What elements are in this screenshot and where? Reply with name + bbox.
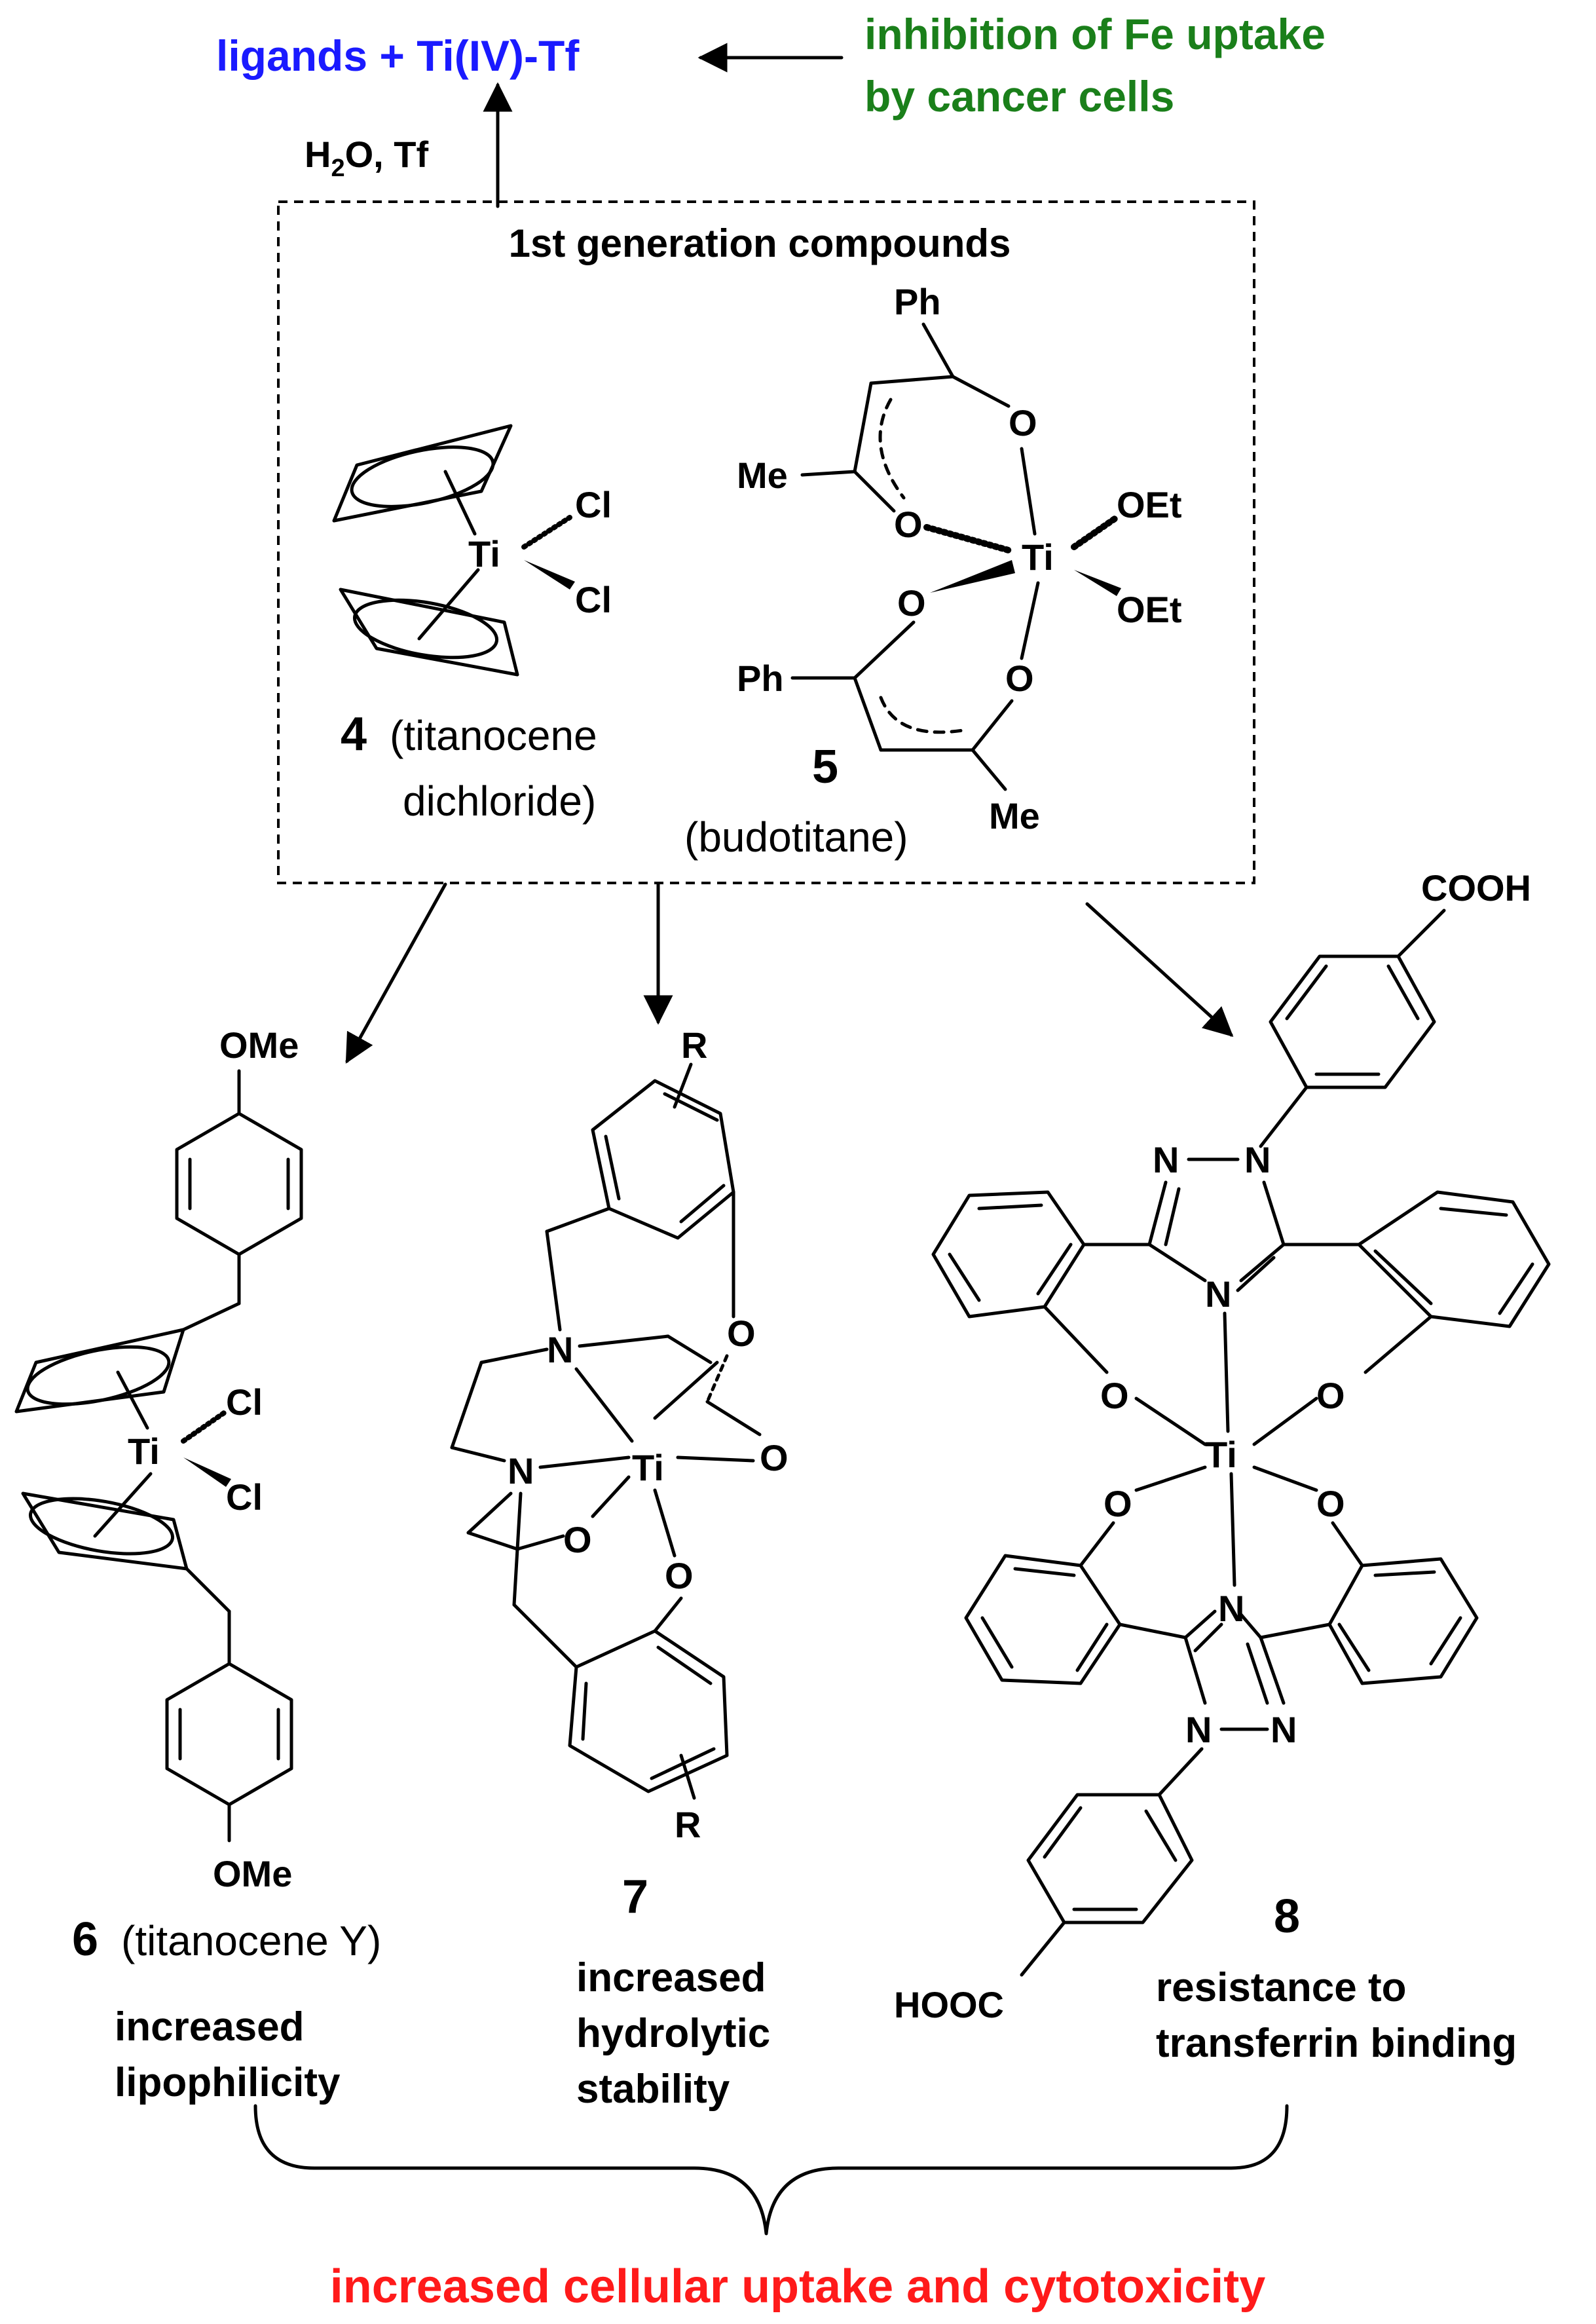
first-gen-box <box>277 200 1255 884</box>
o-atom-5c: O <box>897 582 926 624</box>
ph-group-5a: Ph <box>894 281 941 322</box>
ti-atom-7: Ti <box>632 1447 664 1488</box>
compound-6-name: (titanocene Y) <box>121 1917 381 1964</box>
cl-atom-4b: Cl <box>575 579 612 620</box>
o-atom-8c: O <box>1104 1483 1132 1524</box>
compound-7-note-line1: increased <box>576 1955 766 2000</box>
o-atom-8b: O <box>1316 1375 1345 1416</box>
ti-atom-5: Ti <box>1022 536 1054 578</box>
ti-atom-4: Ti <box>468 533 500 574</box>
n-atom-8c: N <box>1205 1273 1231 1315</box>
cl-atom-4a: Cl <box>575 484 612 525</box>
o-atom-8d: O <box>1316 1483 1345 1524</box>
compound-6-note-line2: lipophilicity <box>115 2060 341 2105</box>
compound-4-name-line1: (titanocene <box>390 712 597 759</box>
o-atom-7b: O <box>760 1437 789 1478</box>
o-atom-5d: O <box>1005 658 1034 699</box>
compound-7-note-line3: stability <box>576 2067 730 2112</box>
arrow-to-6 <box>345 882 447 1064</box>
inhibition-text-line1: inhibition of Fe uptake <box>864 10 1326 58</box>
compound-8-structure: COOH N N N O O Ti O <box>894 867 1551 2025</box>
compound-5-name: (budotitane) <box>684 814 908 861</box>
cl-atom-6b: Cl <box>226 1476 263 1518</box>
ti-atom-6: Ti <box>128 1431 160 1472</box>
cooh-group-8a: COOH <box>1421 867 1531 909</box>
ome-group-6b: OMe <box>213 1853 292 1894</box>
compound-4-structure: Ti Cl Cl <box>332 424 612 677</box>
compound-4-number: 4 <box>341 708 367 760</box>
compound-6-note-line1: increased <box>115 2004 305 2050</box>
compound-5-number: 5 <box>812 741 838 793</box>
ph-group-5b: Ph <box>737 658 784 699</box>
compound-7-structure: R O N O N Ti O O <box>450 1024 789 1845</box>
o-atom-7c: O <box>563 1519 592 1560</box>
o-atom-5b: O <box>894 504 923 545</box>
me-group-5b: Me <box>989 795 1040 836</box>
compound-7-note-line2: hydrolytic <box>576 2011 770 2056</box>
oet-group-5b: OEt <box>1117 589 1182 630</box>
o-atom-5a: O <box>1009 402 1037 443</box>
n-atom-8a: N <box>1153 1139 1179 1180</box>
compound-8-number: 8 <box>1274 1890 1300 1943</box>
compound-8-note-line2: transferrin binding <box>1156 2021 1517 2066</box>
arrow-to-8 <box>1085 902 1234 1038</box>
r-group-7a: R <box>681 1024 707 1066</box>
oet-group-5a: OEt <box>1117 484 1182 525</box>
inhibition-text-line2: by cancer cells <box>864 72 1174 121</box>
compound-5-structure: Ph O Me O Ti OEt OEt O Ph O Me <box>737 281 1182 836</box>
n-atom-8f: N <box>1271 1709 1297 1750</box>
ti-atom-8: Ti <box>1205 1434 1237 1475</box>
compound-4-name-line2: dichloride) <box>403 778 596 825</box>
o-atom-8a: O <box>1100 1375 1129 1416</box>
n-atom-8e: N <box>1185 1709 1212 1750</box>
cl-atom-6a: Cl <box>226 1381 263 1423</box>
ome-group-6a: OMe <box>219 1024 299 1066</box>
o-atom-7d: O <box>665 1555 694 1596</box>
n-atom-8d: N <box>1218 1588 1244 1629</box>
product-label: ligands + Ti(IV)-Tf <box>216 31 580 80</box>
me-group-5a: Me <box>737 455 788 496</box>
r-group-7b: R <box>675 1804 701 1845</box>
compound-7-number: 7 <box>622 1871 648 1923</box>
hooc-group-8b: HOOC <box>894 1984 1004 2025</box>
reagent-label: H2O, Tf <box>305 134 428 182</box>
summary-brace <box>253 2104 1289 2236</box>
compound-6-structure: OMe Ti Cl Cl OMe <box>14 1024 303 1894</box>
o-atom-7a: O <box>727 1313 756 1354</box>
conclusion-text: increased cellular uptake and cytotoxici… <box>330 2260 1266 2313</box>
n-atom-7a: N <box>547 1329 573 1370</box>
compound-8-note-line1: resistance to <box>1156 1965 1407 2010</box>
compound-6-number: 6 <box>72 1913 98 1966</box>
first-gen-title: 1st generation compounds <box>509 221 1011 265</box>
n-atom-7b: N <box>508 1450 534 1491</box>
n-atom-8b: N <box>1244 1139 1271 1180</box>
